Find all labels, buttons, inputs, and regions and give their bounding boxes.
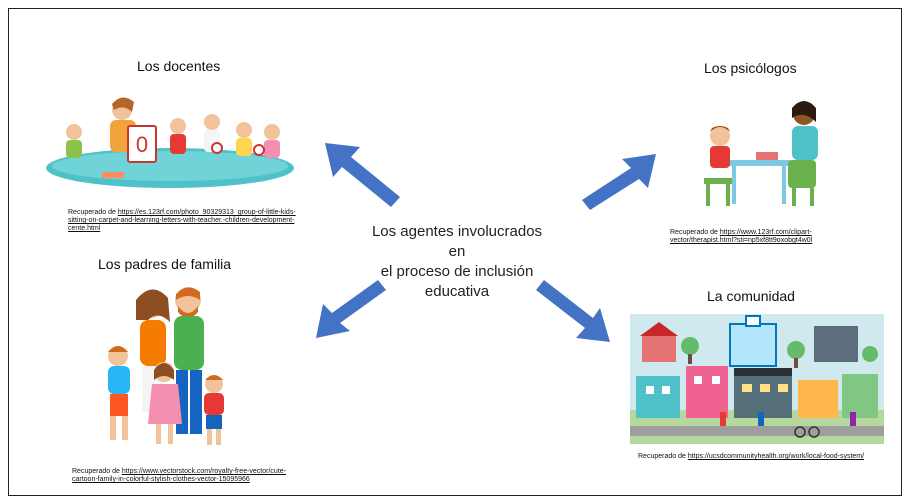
padres-credit-prefix: Recuperado de [72, 468, 120, 475]
padres-credit: Recuperado de https://www.vectorstock.co… [72, 468, 287, 484]
padres-title: Los padres de familia [98, 256, 232, 272]
docentes-title: Los docentes [137, 58, 221, 74]
comunidad-title: La comunidad [707, 288, 795, 304]
psicologos-title: Los psicólogos [704, 60, 797, 76]
central-line-2: el proceso de inclusión [380, 263, 534, 280]
comunidad-illustration [630, 314, 884, 444]
arrow-to-psicologos [582, 154, 656, 210]
comunidad-credit-prefix: Recuperado de [638, 453, 686, 460]
svg-text:0: 0 [136, 132, 148, 157]
docentes-illustration: 0 [46, 97, 294, 188]
arrow-to-comunidad [536, 280, 610, 342]
padres-illustration [108, 287, 224, 445]
arrow-to-padres [316, 280, 386, 338]
comunidad-credit: Recuperado de https://ucsdcommunityhealt… [638, 453, 870, 461]
comunidad-credit-link[interactable]: https://ucsdcommunityhealth.org/work/loc… [687, 453, 865, 460]
psicologos-credit: Recuperado de https://www.123rf.com/clip… [670, 229, 848, 245]
docentes-credit-prefix: Recuperado de [68, 209, 116, 216]
central-concept: Los agentes involucrados en el proceso d… [362, 222, 552, 302]
docentes-credit: Recuperado de https://es.123rf.com/photo… [68, 209, 298, 233]
arrow-to-docentes [325, 143, 400, 207]
central-line-1: Los agentes involucrados en [371, 223, 543, 260]
psicologos-credit-link[interactable]: https://www.123rf.com/clipart-vector/the… [670, 229, 813, 244]
psicologos-illustration [704, 101, 818, 206]
psicologos-credit-prefix: Recuperado de [670, 229, 718, 236]
central-line-3: educativa [424, 283, 490, 300]
padres-credit-link[interactable]: https://www.vectorstock.com/royalty-free… [72, 468, 286, 483]
docentes-credit-link[interactable]: https://es.123rf.com/photo_90329313_grou… [68, 209, 296, 232]
